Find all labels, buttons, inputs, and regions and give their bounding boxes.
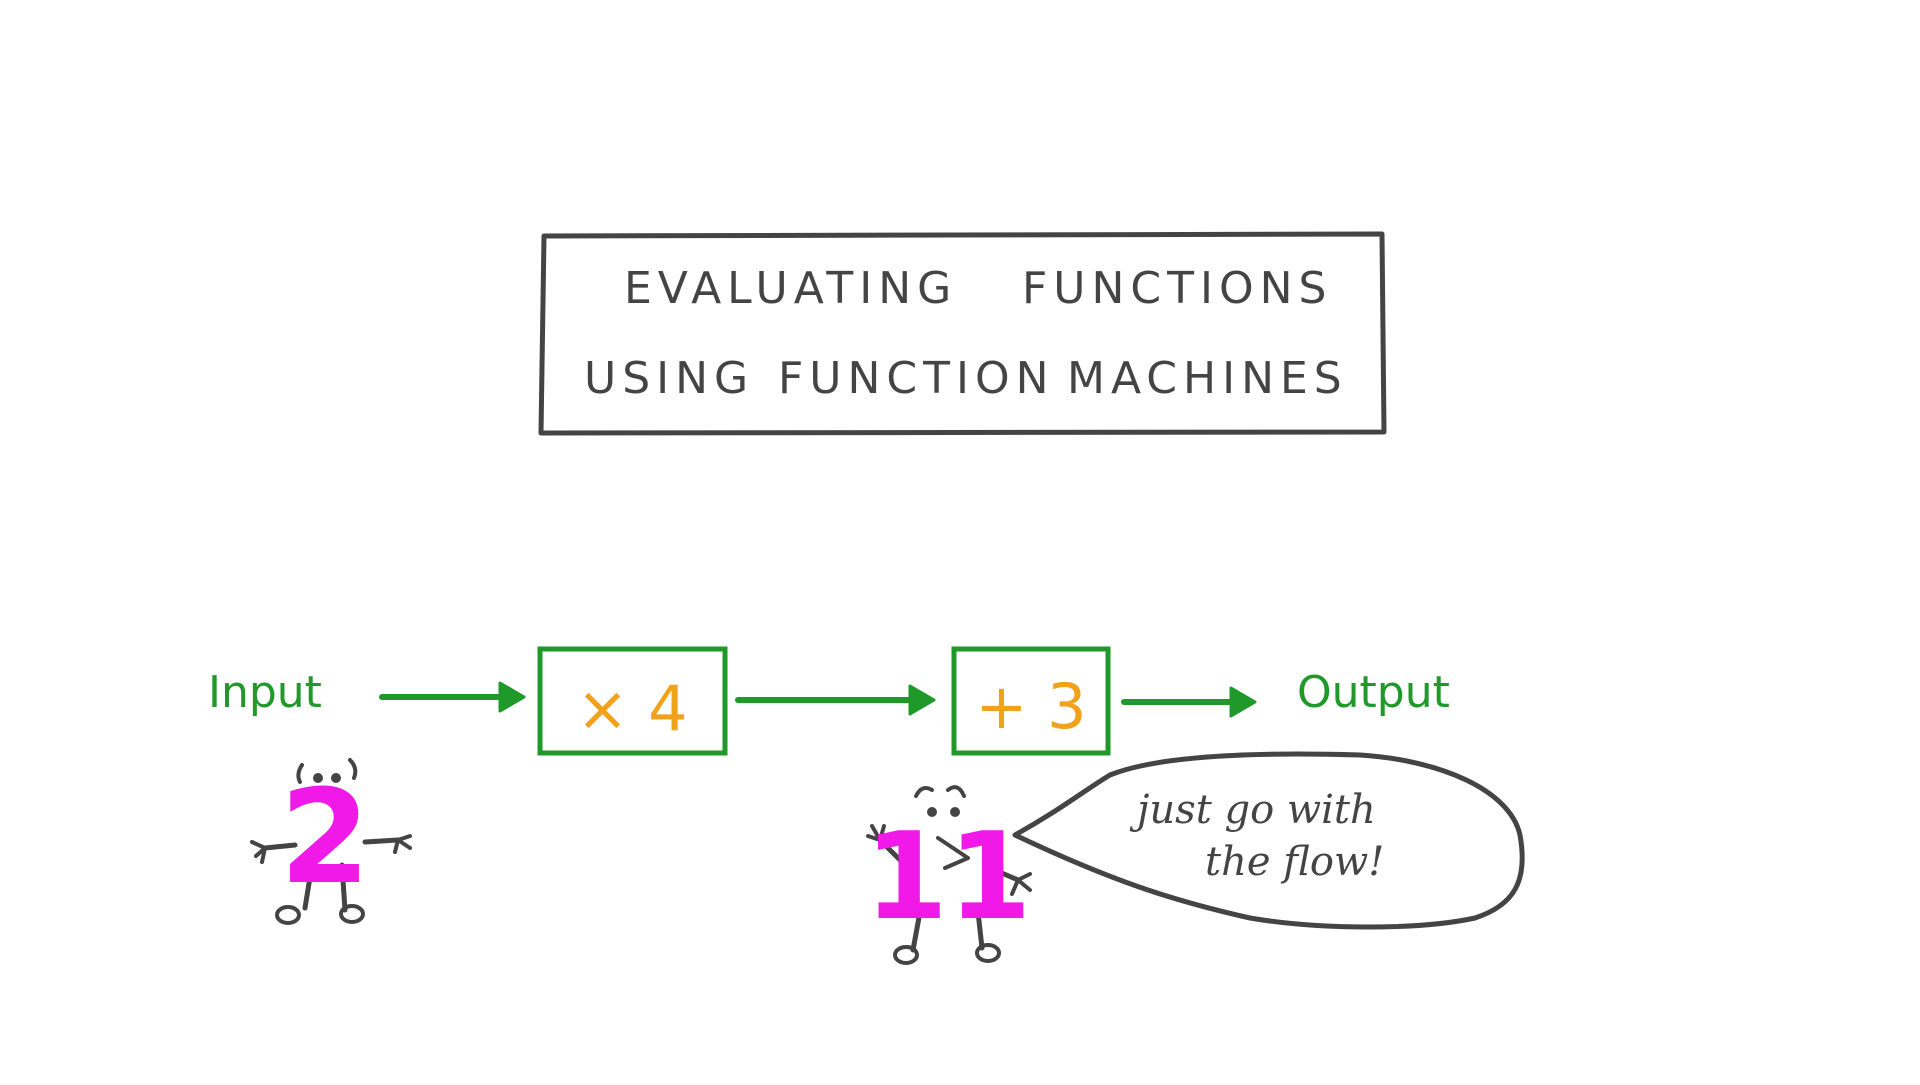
eye-right	[950, 807, 960, 817]
speech-line-2: the flow!	[1205, 839, 1384, 885]
leg-right	[975, 909, 985, 951]
hand-left	[250, 840, 267, 864]
title-box-border	[538, 231, 1387, 436]
eye-left	[927, 807, 937, 817]
foot-left	[275, 905, 301, 925]
input-number: 2	[280, 761, 370, 913]
title-line2-word2: FUNCTION	[778, 353, 1055, 404]
title-line2-word3: MACHINES	[1067, 353, 1348, 404]
title-box: EVALUATING FUNCTIONS USING FUNCTION MACH…	[538, 231, 1387, 436]
speech-bubble-outline	[1012, 751, 1525, 930]
mouth	[936, 836, 970, 870]
arrow-multiply-to-add	[735, 684, 936, 716]
title-line1-word1: EVALUATING	[624, 263, 957, 314]
leg-left	[302, 862, 315, 911]
foot-right	[339, 904, 365, 924]
output-character: 11	[865, 785, 1032, 965]
leg-left	[910, 909, 923, 953]
add-box: + 3	[951, 646, 1111, 756]
speech-line-1: just go with	[1129, 787, 1376, 833]
foot-right	[975, 943, 1001, 963]
add-operation: + 3	[975, 670, 1086, 743]
eyebrow-left	[296, 763, 304, 784]
eye-right	[331, 773, 341, 783]
multiply-box-border	[537, 646, 728, 756]
title-line2-word1: USING	[584, 353, 754, 404]
output-label: Output	[1297, 667, 1450, 718]
title-line1-word2: FUNCTIONS	[1022, 263, 1332, 314]
hand-right	[393, 834, 412, 854]
output-number: 11	[865, 808, 1032, 947]
add-box-border	[951, 646, 1111, 756]
arm-left	[262, 842, 298, 851]
multiply-operation: × 4	[576, 672, 687, 745]
foot-left	[893, 945, 919, 965]
hand-left	[866, 824, 886, 842]
eyebrow-left	[914, 786, 934, 798]
leg-right	[339, 862, 348, 913]
arm-left	[877, 837, 908, 868]
arm-right	[987, 865, 1021, 883]
eye-left	[313, 773, 323, 783]
input-label: Input	[208, 667, 322, 718]
multiply-box: × 4	[537, 646, 728, 756]
eyebrow-right	[348, 758, 358, 780]
arrow-input-to-multiply	[379, 681, 526, 713]
eyebrow-right	[946, 785, 966, 798]
arm-right	[362, 837, 401, 845]
arrow-add-to-output	[1121, 686, 1257, 718]
hand-right	[1010, 872, 1032, 896]
speech-bubble: just go with the flow!	[1012, 751, 1525, 930]
input-character: 2	[250, 758, 412, 925]
